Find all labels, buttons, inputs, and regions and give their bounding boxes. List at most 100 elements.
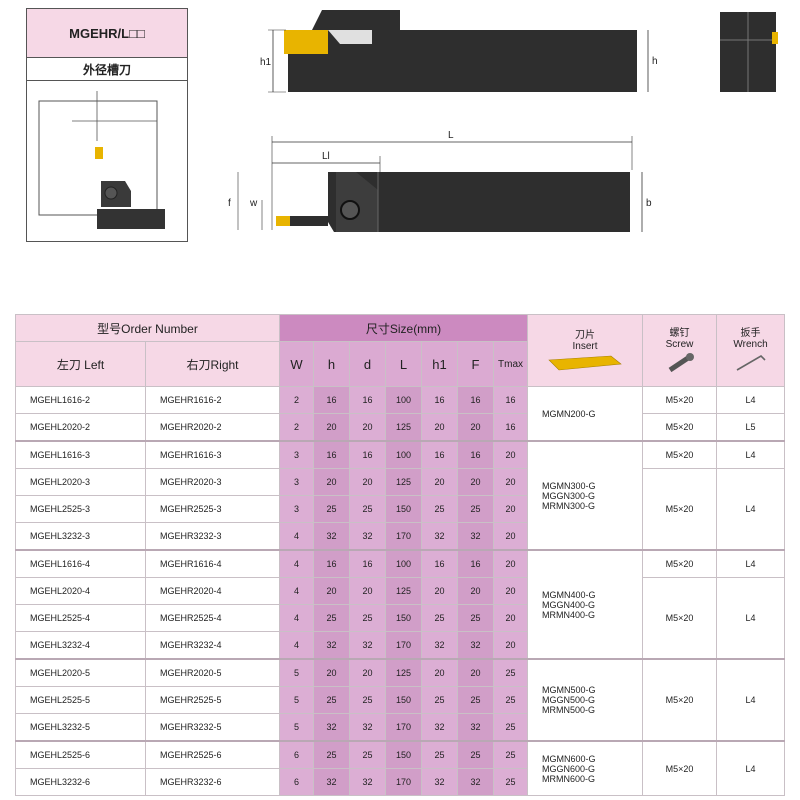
wrench-cell: L4 — [716, 440, 786, 469]
size-cell: 25 — [313, 740, 351, 769]
left-order-code: MGEHL3232-4 — [15, 631, 146, 660]
size-cell: 20 — [493, 522, 529, 551]
size-cell: 100 — [385, 386, 423, 414]
size-cell: 20 — [493, 631, 529, 660]
size-cell: 32 — [313, 768, 351, 796]
size-cell: 150 — [385, 495, 423, 523]
right-order-code: MGEHR3232-4 — [144, 631, 281, 660]
size-cell: 32 — [349, 522, 387, 551]
right-order-code: MGEHR2525-3 — [144, 495, 281, 523]
screw-cell: M5×20 — [642, 468, 718, 551]
screw-cell: M5×20 — [642, 440, 718, 469]
insert-code: MGGN500-G — [542, 695, 596, 705]
size-cell: 5 — [279, 658, 315, 687]
insert-cell: MGMN200-G — [527, 386, 644, 442]
size-cell: 25 — [349, 740, 387, 769]
col-d: d — [349, 341, 387, 387]
card-subtitle: 外径槽刀 — [27, 58, 187, 81]
dim-h1: h1 — [260, 57, 272, 68]
size-cell: 16 — [313, 440, 351, 469]
screw-cell: M5×20 — [642, 658, 718, 742]
dim-b: b — [646, 198, 652, 209]
dim-h: h — [652, 56, 658, 67]
left-order-code: MGEHL3232-5 — [15, 713, 146, 742]
size-cell: 125 — [385, 468, 423, 496]
size-cell: 3 — [279, 495, 315, 523]
size-cell: 20 — [457, 577, 495, 605]
left-order-code: MGEHL2525-6 — [15, 740, 146, 769]
right-order-code: MGEHR2525-5 — [144, 686, 281, 714]
size-cell: 25 — [313, 495, 351, 523]
spec-table: 型号Order Number 尺寸Size(mm) 刀片 Insert 螺钉 S… — [14, 314, 786, 796]
size-cell: 25 — [457, 740, 495, 769]
left-order-code: MGEHL2020-3 — [15, 468, 146, 496]
insert-icon — [284, 30, 328, 54]
screw-cell: M5×20 — [642, 577, 718, 660]
size-cell: 25 — [349, 604, 387, 632]
size-cell: 125 — [385, 413, 423, 442]
left-order-code: MGEHL2020-2 — [15, 413, 146, 442]
screw-cell: M5×20 — [642, 413, 718, 442]
screw-cell: M5×20 — [642, 549, 718, 578]
size-cell: 6 — [279, 768, 315, 796]
size-cell: 20 — [421, 577, 459, 605]
screw-cell: M5×20 — [642, 386, 718, 414]
card-title: MGEHR/L□□ — [27, 9, 187, 58]
size-cell: 3 — [279, 468, 315, 496]
wrench-cell: L4 — [716, 386, 786, 414]
insert-code: MGMN200-G — [542, 408, 596, 419]
insert-code: MRMN300-G — [542, 500, 596, 511]
wrench-cell: L4 — [716, 740, 786, 796]
left-order-code: MGEHL2525-4 — [15, 604, 146, 632]
size-cell: 25 — [421, 604, 459, 632]
size-cell: 2 — [279, 386, 315, 414]
insert-header: 刀片 Insert — [527, 314, 644, 387]
size-cell: 170 — [385, 768, 423, 796]
size-cell: 20 — [493, 549, 529, 578]
size-cell: 5 — [279, 713, 315, 742]
size-cell: 20 — [313, 413, 351, 442]
size-cell: 16 — [457, 440, 495, 469]
left-order-code: MGEHL1616-4 — [15, 549, 146, 578]
right-order-code: MGEHR2020-5 — [144, 658, 281, 687]
size-cell: 20 — [349, 413, 387, 442]
size-cell: 32 — [421, 768, 459, 796]
size-cell: 16 — [457, 386, 495, 414]
size-cell: 4 — [279, 577, 315, 605]
wrench-header: 扳手 Wrench — [716, 314, 786, 387]
col-W: W — [279, 341, 315, 387]
size-cell: 4 — [279, 631, 315, 660]
size-cell: 20 — [493, 604, 529, 632]
size-cell: 25 — [457, 686, 495, 714]
dim-L: L — [448, 130, 454, 141]
side-view-drawing: h1 h — [260, 10, 658, 93]
insert-code: MRMN400-G — [542, 609, 596, 620]
size-cell: 20 — [421, 468, 459, 496]
size-cell: 25 — [457, 495, 495, 523]
size-cell: 32 — [421, 631, 459, 660]
left-order-code: MGEHL2020-5 — [15, 658, 146, 687]
size-cell: 25 — [349, 686, 387, 714]
size-cell: 25 — [313, 686, 351, 714]
wrench-icon — [736, 354, 766, 371]
size-cell: 20 — [313, 658, 351, 687]
right-order-code: MGEHR2020-3 — [144, 468, 281, 496]
wrench-cell: L5 — [716, 413, 786, 442]
size-cell: 20 — [349, 468, 387, 496]
header-row-2: 左刀 Left 右刀Right W h d L h1 F Tmax — [15, 341, 785, 387]
size-cell: 16 — [349, 549, 387, 578]
size-cell: 20 — [421, 413, 459, 442]
right-order-code: MGEHR3232-3 — [144, 522, 281, 551]
insert-code: MRMN500-G — [542, 705, 596, 715]
size-cell: 2 — [279, 413, 315, 442]
size-cell: 16 — [421, 549, 459, 578]
size-cell: 16 — [493, 413, 529, 442]
right-order-code: MGEHR1616-3 — [144, 440, 281, 469]
